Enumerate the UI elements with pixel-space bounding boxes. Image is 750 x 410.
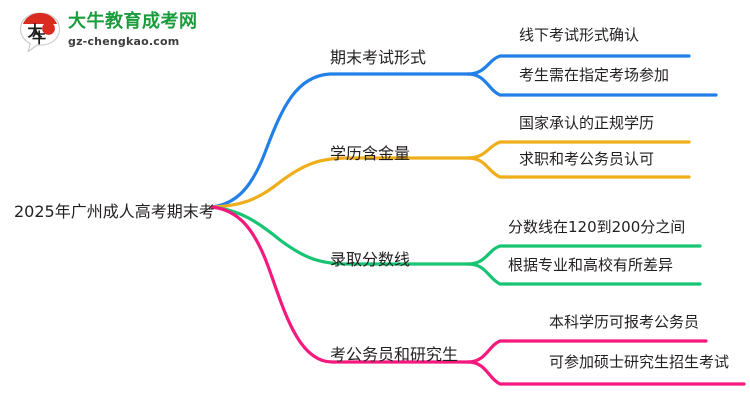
leaf-label-1-1[interactable]: 线下考试形式确认 — [519, 26, 640, 44]
branch-label-4[interactable]: 考公务员和研究生 — [330, 345, 459, 364]
leaf-connector-4a — [466, 339, 507, 364]
leaf-label-1-2[interactable]: 考生需在指定考场参加 — [519, 66, 670, 84]
daniu-speech-bubble-logo: 大 牛 — [18, 10, 62, 54]
branch-curve-3 — [210, 205, 470, 266]
leaf-label-3-2[interactable]: 根据专业和高校有所差异 — [508, 256, 674, 274]
leaf-label-3-1[interactable]: 分数线在120到200分之间 — [508, 218, 686, 236]
branch-label-3[interactable]: 录取分数线 — [330, 250, 411, 269]
site-logo: 大 牛 大牛教育成考网 gz-chengkao.com — [18, 8, 208, 56]
branch-label-1[interactable]: 期末考试形式 — [330, 48, 427, 67]
leaf-label-2-2[interactable]: 求职和考公务员认可 — [519, 150, 655, 168]
branch-curve-2 — [210, 156, 470, 209]
branch-curve-1 — [210, 72, 470, 209]
mindmap-root-node[interactable]: 2025年广州成人高考期末考 — [14, 202, 215, 221]
leaf-label-4-2[interactable]: 可参加硕士研究生招生考试 — [549, 353, 730, 371]
branch-label-2[interactable]: 学历含金量 — [330, 144, 411, 163]
leaf-connector-3b — [466, 262, 507, 286]
svg-text:大: 大 — [27, 22, 42, 40]
svg-text:牛: 牛 — [32, 30, 46, 47]
leaf-connector-2a — [466, 140, 507, 160]
leaf-connector-4b — [466, 360, 507, 386]
logo-text-block: 大牛教育成考网 gz-chengkao.com — [68, 11, 208, 50]
leaf-connector-1a — [466, 54, 507, 76]
leaf-label-4-1[interactable]: 本科学历可报考公务员 — [549, 313, 700, 331]
leaf-connector-3a — [466, 244, 507, 266]
branch-curve-4 — [210, 205, 470, 364]
leaf-connector-1b — [466, 72, 507, 97]
brand-url: gz-chengkao.com — [68, 35, 180, 48]
brand-name-cn: 大牛教育成考网 — [68, 11, 198, 32]
leaf-label-2-1[interactable]: 国家承认的正规学历 — [519, 114, 655, 132]
leaf-connector-2b — [466, 156, 507, 179]
